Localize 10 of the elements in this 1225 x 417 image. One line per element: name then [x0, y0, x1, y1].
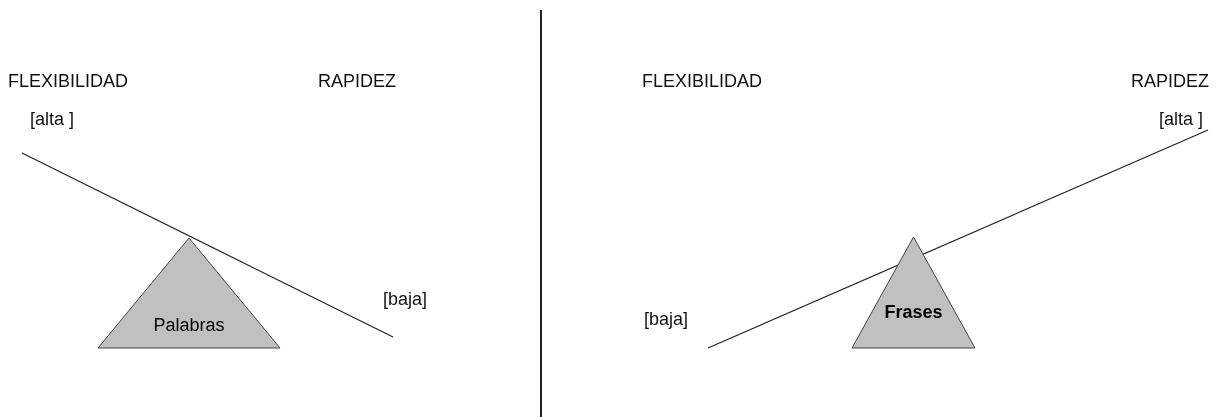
- axis-heading: FLEXIBILIDAD: [8, 72, 129, 90]
- fulcrum-label: Frases: [883, 303, 944, 321]
- axis-heading: RAPIDEZ: [318, 72, 396, 90]
- level-label: [alta ]: [30, 110, 75, 128]
- fulcrum-label: Palabras: [152, 316, 226, 334]
- level-label: [baja]: [644, 310, 689, 328]
- axis-heading: RAPIDEZ: [1131, 72, 1209, 90]
- level-label: [alta ]: [1159, 110, 1204, 128]
- level-label: [baja]: [383, 290, 428, 308]
- axis-heading: FLEXIBILIDAD: [642, 72, 763, 90]
